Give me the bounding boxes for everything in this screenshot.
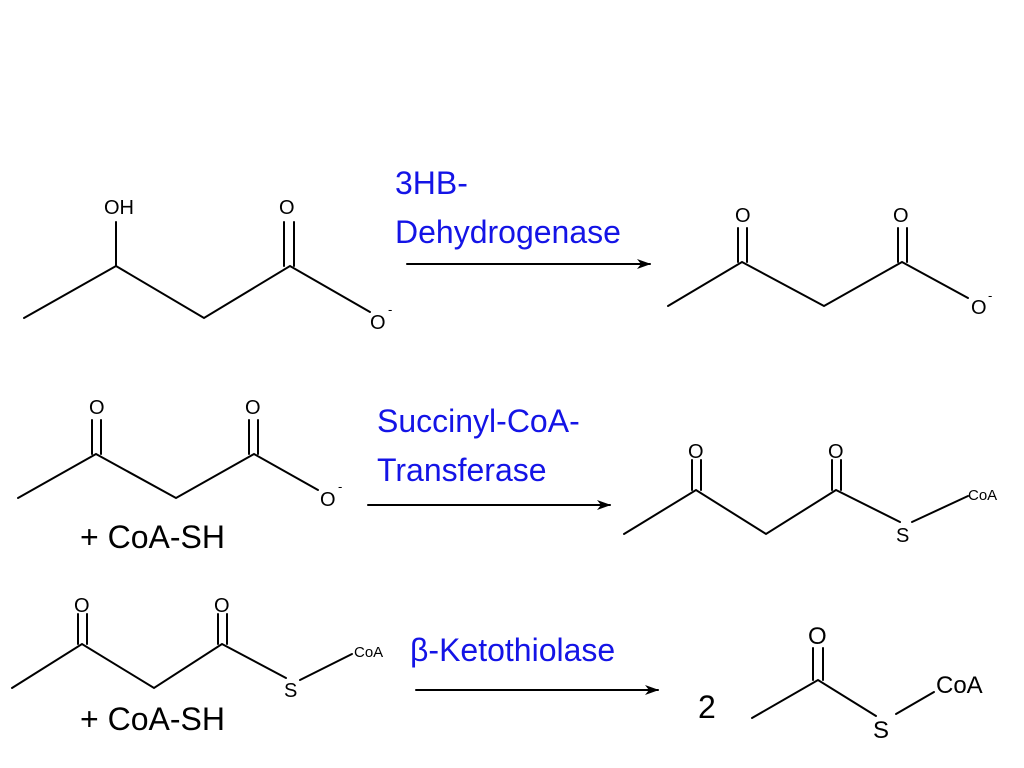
hydroxyl-label: OH	[104, 197, 134, 219]
coa-label: CoA	[968, 487, 997, 504]
carbonyl-oxygen-label: O	[828, 441, 844, 463]
stoichiometric-coefficient: 2	[698, 689, 716, 725]
oxide-label: O	[370, 312, 386, 334]
oxide-label: O	[971, 297, 987, 319]
molecule-acetoacetate: O O O -	[17, 397, 342, 511]
coa-label: CoA	[936, 672, 983, 699]
carbonyl-oxygen-label: O	[245, 397, 261, 419]
charge-label: -	[388, 302, 392, 317]
oxide-label: O	[320, 489, 336, 511]
reaction-2-enzyme: Succinyl-CoA- Transferase	[377, 403, 580, 488]
coa-label: CoA	[354, 644, 383, 661]
charge-label: -	[988, 288, 992, 303]
carbonyl-oxygen-label: O	[214, 595, 230, 617]
enzyme-label-line1: Succinyl-CoA-	[377, 403, 580, 439]
charge-label: -	[338, 479, 342, 494]
enzyme-label-line1: 3HB-	[395, 165, 468, 201]
molecule-3-hydroxybutyrate: OH O O -	[23, 197, 392, 334]
ketone-oxygen-label: O	[688, 441, 704, 463]
reaction-1-enzyme: 3HB- Dehydrogenase	[395, 165, 621, 250]
ketone-oxygen-label: O	[89, 397, 105, 419]
cosubstrate-label: + CoA-SH	[80, 701, 225, 737]
enzyme-label-line2: Dehydrogenase	[395, 214, 621, 250]
sulfur-label: S	[284, 680, 297, 702]
molecule-acetyl-coa: O S CoA	[751, 623, 983, 744]
sulfur-label: S	[873, 717, 889, 744]
molecule-acetoacetate: O O O -	[667, 205, 992, 319]
enzyme-label-line2: Transferase	[377, 452, 547, 488]
carbonyl-oxygen-label: O	[808, 623, 827, 650]
cosubstrate-label: + CoA-SH	[80, 519, 225, 555]
sulfur-label: S	[896, 525, 909, 547]
molecule-acetoacetyl-coa: O O S CoA	[11, 595, 383, 702]
carbonyl-oxygen-label: O	[279, 197, 295, 219]
molecule-acetoacetyl-coa: O O S CoA	[623, 441, 997, 547]
carbonyl-oxygen-label: O	[893, 205, 909, 227]
ketone-oxygen-label: O	[74, 595, 90, 617]
enzyme-label: β-Ketothiolase	[410, 632, 615, 668]
ketone-oxygen-label: O	[735, 205, 751, 227]
